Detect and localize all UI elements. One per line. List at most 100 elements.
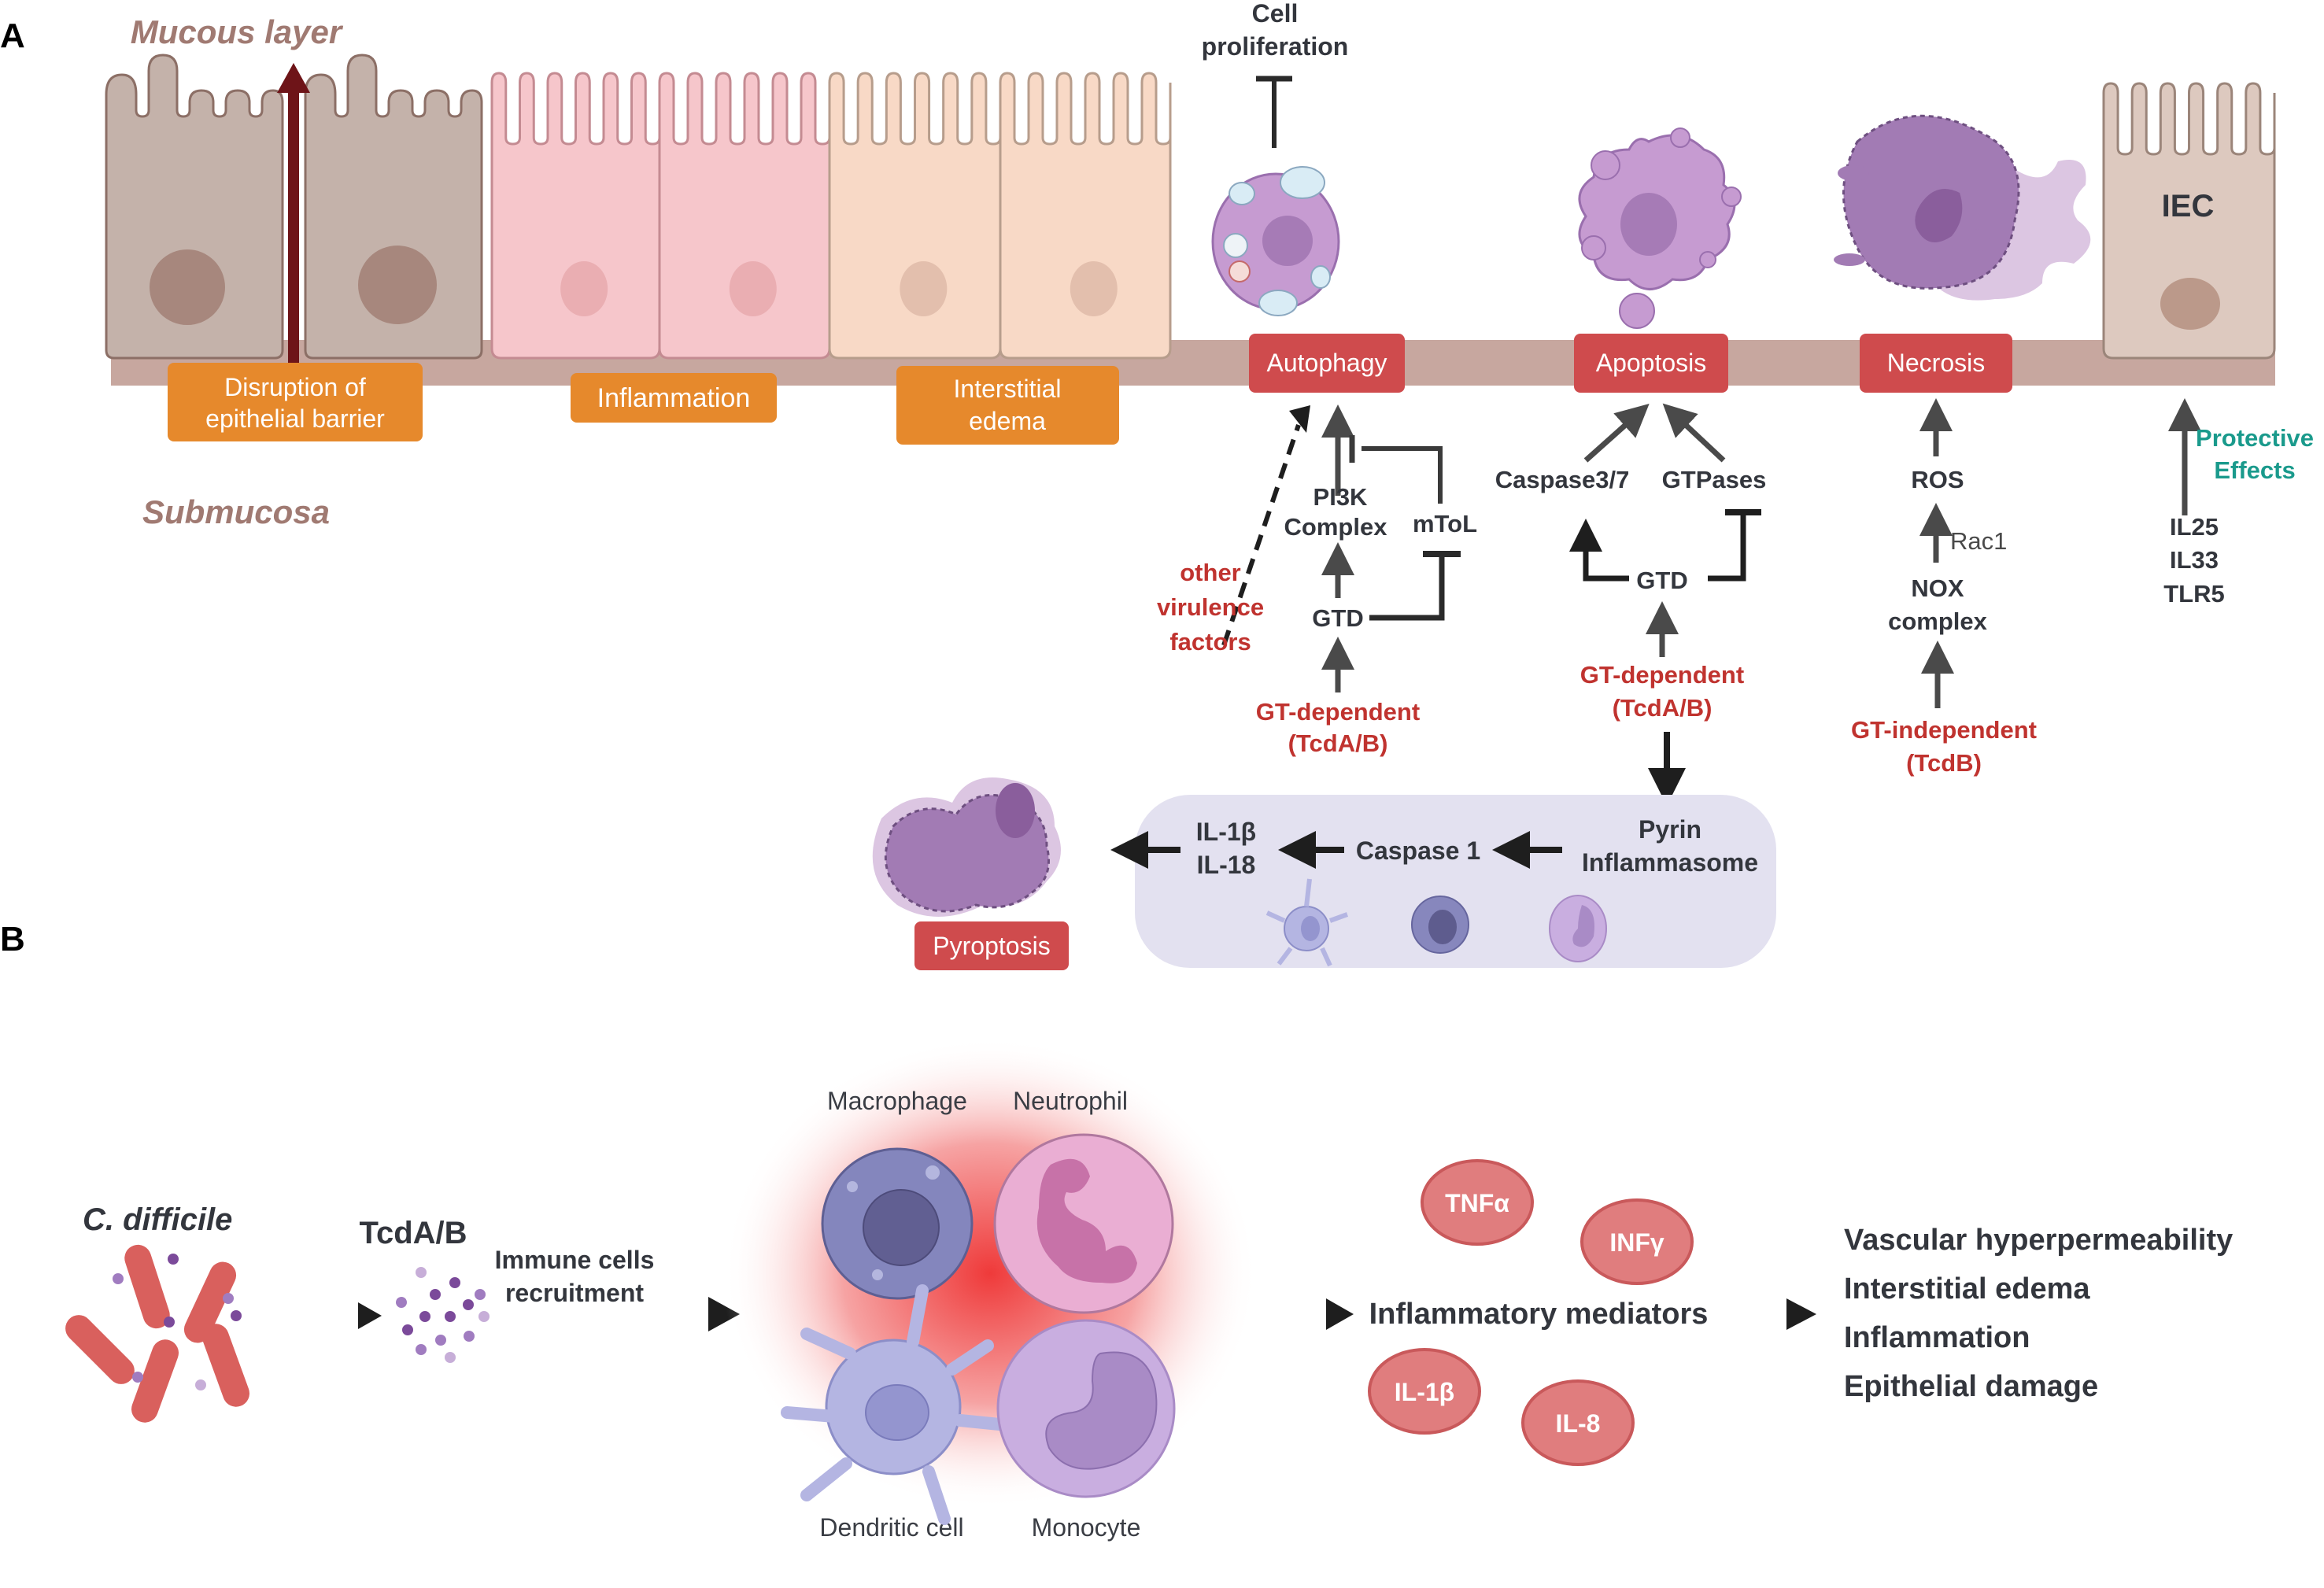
- pyrin-inflammasome-label: Pyrin: [1639, 815, 1701, 844]
- epithelial-cell: [828, 72, 1002, 360]
- macrophage-small: [1411, 896, 1469, 954]
- svg-text:Interstitial: Interstitial: [954, 375, 1062, 403]
- panel-label-b: B: [0, 920, 25, 958]
- epithelium: [105, 54, 1172, 370]
- caspase37-label: Caspase3/7: [1495, 466, 1630, 493]
- outcome-interstitial-edema: Interstitial edema: [1844, 1272, 2090, 1305]
- svg-text:Necrosis: Necrosis: [1887, 349, 1985, 377]
- outcome-vascular-hyperpermeability: Vascular hyperpermeability: [1844, 1224, 2233, 1257]
- nox-complex-label: NOX: [1911, 574, 1964, 602]
- svg-text:INFγ: INFγ: [1609, 1228, 1664, 1257]
- c-difficile-label: C. difficile: [83, 1202, 232, 1237]
- pyroptotic-cell: [872, 777, 1061, 917]
- c-difficile-bacteria-icon: [65, 1244, 249, 1423]
- il25-label: IL25: [2170, 513, 2219, 541]
- dendritic-cell-icon: [781, 1284, 1006, 1525]
- arrowhead: [358, 1302, 382, 1329]
- mucous-layer-label: Mucous layer: [131, 13, 344, 50]
- iec-label: IEC: [2162, 189, 2215, 223]
- svg-text:IL-1β: IL-1β: [1395, 1378, 1454, 1406]
- toxin-label: TcdA/B: [359, 1216, 467, 1250]
- svg-text:Inflammasome: Inflammasome: [1582, 848, 1758, 877]
- svg-text:Inflammation: Inflammation: [597, 383, 751, 413]
- arrow-caspase-apoptosis: [1583, 404, 1650, 463]
- svg-text:edema: edema: [969, 407, 1046, 435]
- recruitment-label: Immune cells: [495, 1246, 655, 1274]
- svg-text:factors: factors: [1169, 628, 1251, 656]
- inflammation-glow: [722, 1037, 1258, 1509]
- necrotic-cell: [1834, 114, 2091, 301]
- epithelial-cell: [490, 72, 661, 360]
- svg-text:(TcdA/B): (TcdA/B): [1288, 729, 1388, 757]
- cytokine-il8: IL-8: [1521, 1379, 1635, 1466]
- outcome-inflammation: Inflammation: [1844, 1321, 2030, 1354]
- svg-text:epithelial barrier: epithelial barrier: [205, 404, 385, 433]
- gt-independent-label: GT-independent: [1851, 716, 2037, 744]
- panel-label-a: A: [0, 17, 25, 55]
- svg-text:Effects: Effects: [2214, 456, 2295, 484]
- apoptotic-cell: [1578, 127, 1742, 329]
- tlr5-label: TLR5: [2163, 580, 2225, 608]
- svg-text:Pyroptosis: Pyroptosis: [933, 932, 1050, 960]
- svg-text:complex: complex: [1888, 608, 1988, 635]
- monocyte-label: Monocyte: [1032, 1513, 1141, 1542]
- autophagic-cell: [1211, 166, 1340, 316]
- svg-text:Complex: Complex: [1284, 513, 1388, 541]
- svg-text:(TcdA/B): (TcdA/B): [1613, 694, 1713, 722]
- inhibition-gtd-mtol: [1369, 557, 1445, 621]
- il18-label: IL-18: [1197, 851, 1256, 879]
- neutrophil-label: Neutrophil: [1013, 1087, 1128, 1115]
- effect-label-inflammation: Inflammation: [571, 373, 777, 423]
- arrow-gtpases-apoptosis: [1662, 403, 1726, 463]
- svg-text:(TcdB): (TcdB): [1906, 749, 1982, 777]
- submucosa-label: Submucosa: [142, 493, 330, 530]
- dashed-arrowhead: [1289, 405, 1310, 433]
- arrowhead: [1326, 1298, 1354, 1330]
- iec-cell: [2102, 82, 2276, 360]
- dendritic-cell-small: [1265, 878, 1349, 967]
- gtd-label-apoptosis: GTD: [1636, 567, 1687, 594]
- epithelial-cell: [658, 72, 831, 360]
- rac1-label: Rac1: [1950, 527, 2007, 555]
- cytokine-infg: INFγ: [1580, 1198, 1694, 1285]
- outcome-apoptosis: Apoptosis: [1574, 334, 1728, 393]
- outcome-pyroptosis: Pyroptosis: [914, 921, 1069, 970]
- monocyte-icon: [996, 1319, 1176, 1498]
- gtd-label-autophagy: GTD: [1312, 604, 1363, 632]
- protective-effects-label: Protective: [2196, 424, 2314, 452]
- il1b-label: IL-1β: [1196, 818, 1256, 846]
- inhibition-proliferation: [1256, 76, 1292, 148]
- macrophage-icon: [821, 1147, 974, 1300]
- dashed-arrow-other-factors: [1221, 424, 1301, 646]
- outcome-autophagy: Autophagy: [1249, 334, 1405, 393]
- effect-label-edema: Interstitial edema: [896, 366, 1119, 445]
- inhibition-gtd-gtpases: [1708, 515, 1746, 582]
- neutrophil-icon: [993, 1133, 1174, 1314]
- cytokine-il1b: IL-1β: [1368, 1348, 1481, 1435]
- svg-text:Autophagy: Autophagy: [1266, 349, 1387, 377]
- inhibition-mtol-pi3k: [1362, 446, 1443, 504]
- epithelial-cell-damaged: [304, 54, 483, 360]
- barrier-disruption-arrowhead: [277, 63, 310, 93]
- svg-text:Disruption of: Disruption of: [224, 373, 366, 401]
- mtol-label: mToL: [1413, 510, 1477, 537]
- monocyte-small: [1549, 895, 1607, 962]
- effect-label-barrier: Disruption of epithelial barrier: [168, 363, 423, 441]
- other-virulence-factors-label: other: [1180, 559, 1241, 586]
- il33-label: IL33: [2170, 546, 2219, 574]
- svg-text:IL-8: IL-8: [1556, 1409, 1601, 1438]
- arrowhead: [708, 1297, 740, 1331]
- epithelial-cell: [999, 72, 1172, 360]
- inflammatory-mediators-label: Inflammatory mediators: [1369, 1298, 1709, 1331]
- svg-text:Apoptosis: Apoptosis: [1596, 349, 1707, 377]
- pi3k-label: PI3K: [1313, 483, 1369, 511]
- svg-text:virulence: virulence: [1157, 593, 1264, 621]
- cell-proliferation-label: Cell: [1252, 0, 1299, 28]
- epithelial-cell-damaged: [105, 54, 284, 360]
- ros-label: ROS: [1911, 466, 1964, 493]
- caspase1-label: Caspase 1: [1356, 836, 1480, 865]
- cytokine-tnfa: TNFα: [1421, 1159, 1534, 1246]
- macrophage-label: Macrophage: [827, 1087, 967, 1115]
- arrow-gtd-caspase: [1569, 519, 1629, 582]
